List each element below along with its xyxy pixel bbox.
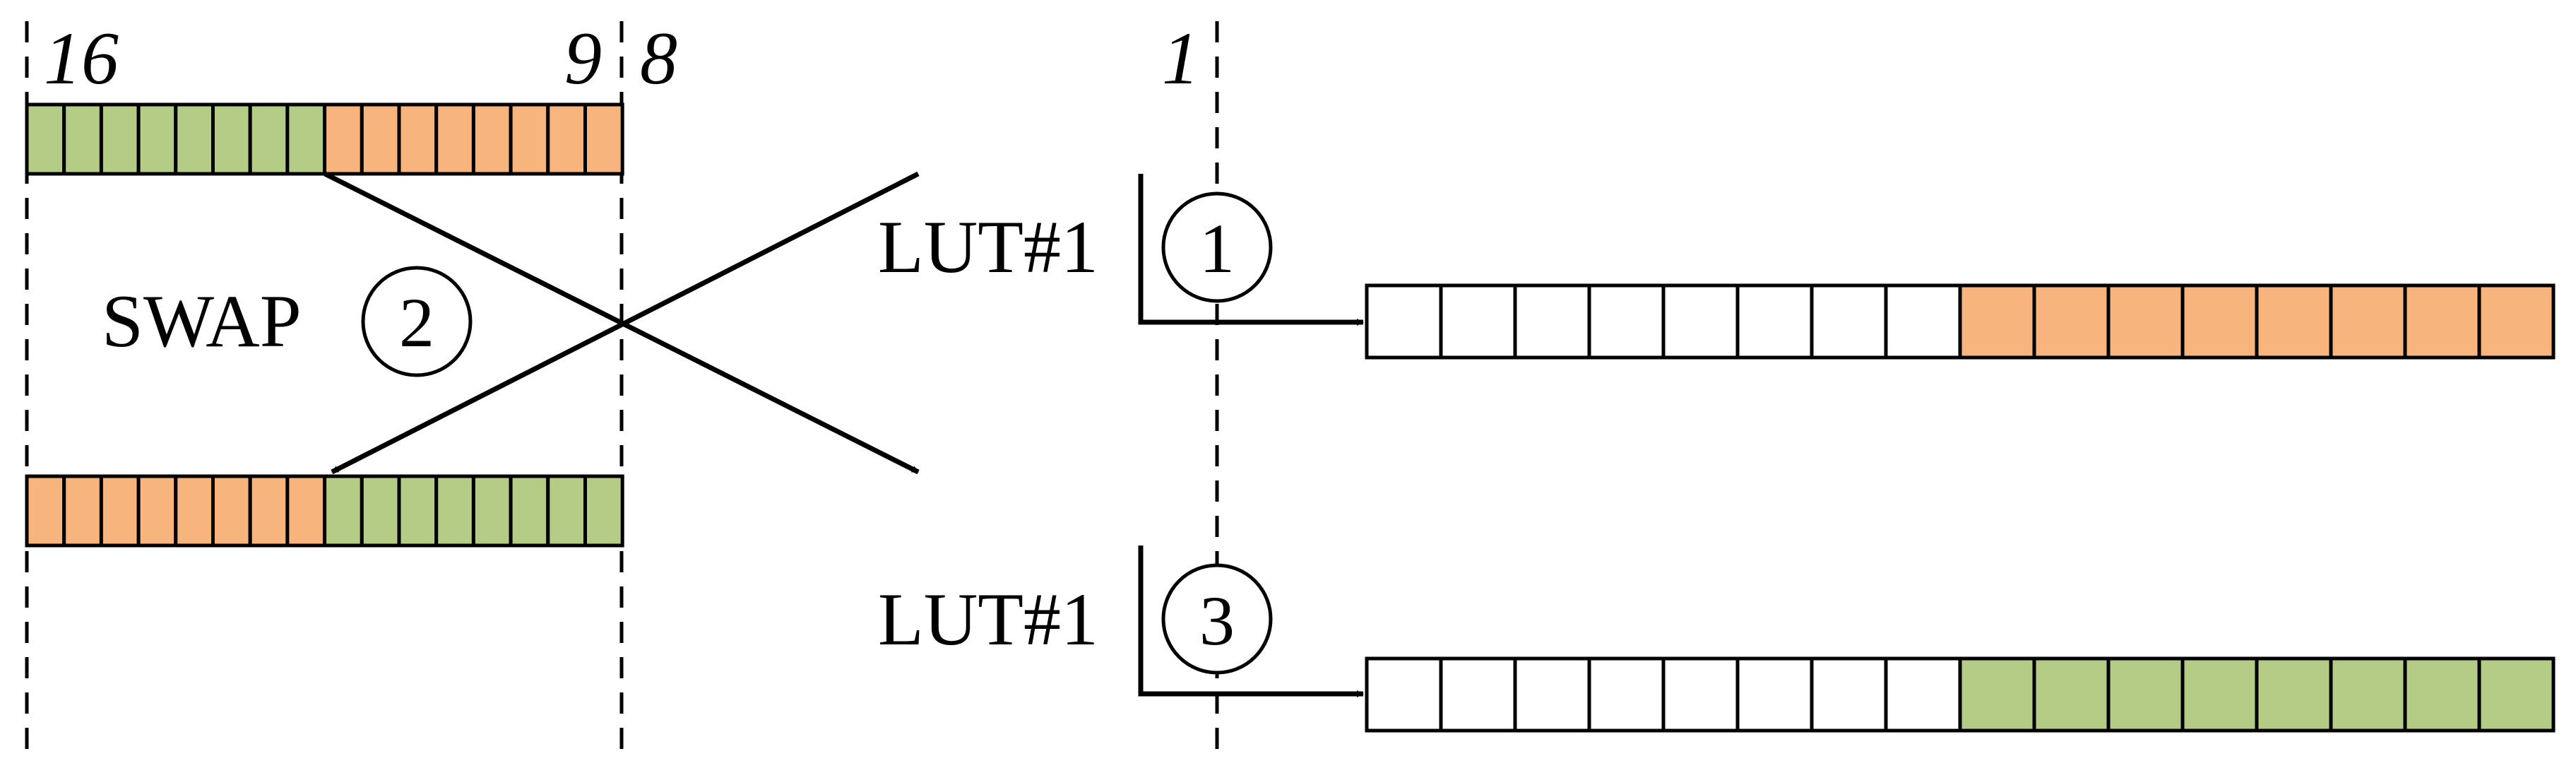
- step-3-circle: [1161, 563, 1273, 675]
- register-cell: [583, 474, 624, 548]
- register-cell: [2032, 656, 2111, 733]
- register-cell: [248, 102, 290, 176]
- bit-label-1: 1: [1162, 17, 1199, 100]
- output-register-2: [1365, 656, 2556, 733]
- register-cell: [471, 474, 513, 548]
- register-cell: [397, 474, 439, 548]
- register-cell: [1513, 283, 1591, 360]
- register-cell: [583, 102, 624, 176]
- register-cell: [1884, 283, 1962, 360]
- register-cell: [434, 474, 475, 548]
- register-cell: [1513, 656, 1591, 733]
- register-cell: [2032, 283, 2111, 360]
- register-cell: [509, 102, 550, 176]
- register-cell: [471, 102, 513, 176]
- input-register: [25, 102, 624, 176]
- lut1-connector: [1138, 174, 1364, 326]
- register-cell: [1439, 283, 1517, 360]
- register-cell: [2403, 656, 2481, 733]
- register-cell: [99, 474, 141, 548]
- register-cell: [2255, 283, 2333, 360]
- register-cell: [1958, 283, 2036, 360]
- register-cell: [1810, 656, 1888, 733]
- step-3-number: 3: [1199, 582, 1235, 660]
- register-cell: [2329, 283, 2407, 360]
- output-register-1: [1365, 283, 2556, 360]
- bit-label-8: 8: [640, 17, 677, 100]
- register-cell: [174, 102, 215, 176]
- register-cell: [62, 474, 103, 548]
- register-cell: [2180, 283, 2259, 360]
- register-cell: [509, 474, 550, 548]
- register-cell: [1439, 656, 1517, 733]
- register-cell: [360, 474, 401, 548]
- step-1-number: 1: [1199, 209, 1235, 288]
- register-cell: [323, 474, 364, 548]
- register-cell: [136, 102, 178, 176]
- step-2-number: 2: [399, 283, 434, 362]
- lut3-connector: [1138, 545, 1364, 697]
- register-cell: [434, 102, 475, 176]
- register-cell: [2477, 656, 2556, 733]
- register-cell: [285, 474, 327, 548]
- register-cell: [546, 102, 587, 176]
- register-cell: [211, 474, 252, 548]
- register-cell: [136, 474, 178, 548]
- register-cell: [1735, 656, 1814, 733]
- register-cell: [2329, 656, 2407, 733]
- register-cell: [248, 474, 290, 548]
- register-cell: [2180, 656, 2259, 733]
- register-cell: [323, 102, 364, 176]
- register-cell: [2106, 283, 2185, 360]
- register-cell: [1365, 656, 1443, 733]
- register-cell: [1365, 283, 1443, 360]
- swap-label: SWAP: [102, 280, 302, 362]
- register-cell: [397, 102, 439, 176]
- lut3-label: LUT#1: [878, 578, 1098, 661]
- register-cell: [62, 102, 103, 176]
- swapped-register: [25, 474, 624, 548]
- register-cell: [25, 102, 66, 176]
- bit-label-16: 16: [44, 17, 119, 100]
- register-cell: [2403, 283, 2481, 360]
- register-cell: [1958, 656, 2036, 733]
- register-cell: [1884, 656, 1962, 733]
- register-cell: [1810, 283, 1888, 360]
- register-cell: [1587, 283, 1666, 360]
- register-cell: [2255, 656, 2333, 733]
- swap-arrow-high-to-low: [324, 171, 920, 475]
- register-cell: [174, 474, 215, 548]
- register-cell: [546, 474, 587, 548]
- register-cell: [285, 102, 327, 176]
- register-cell: [1735, 283, 1814, 360]
- register-cell: [2477, 283, 2556, 360]
- register-cell: [2106, 656, 2185, 733]
- step-1-circle: [1161, 191, 1273, 303]
- step-2-circle: [361, 266, 473, 377]
- bit-label-9: 9: [564, 17, 602, 100]
- register-cell: [1587, 656, 1666, 733]
- lut1-label: LUT#1: [878, 206, 1098, 288]
- register-cell: [99, 102, 141, 176]
- register-cell: [360, 102, 401, 176]
- register-cell: [211, 102, 252, 176]
- register-cell: [25, 474, 66, 548]
- register-cell: [1661, 283, 1740, 360]
- register-cell: [1661, 656, 1740, 733]
